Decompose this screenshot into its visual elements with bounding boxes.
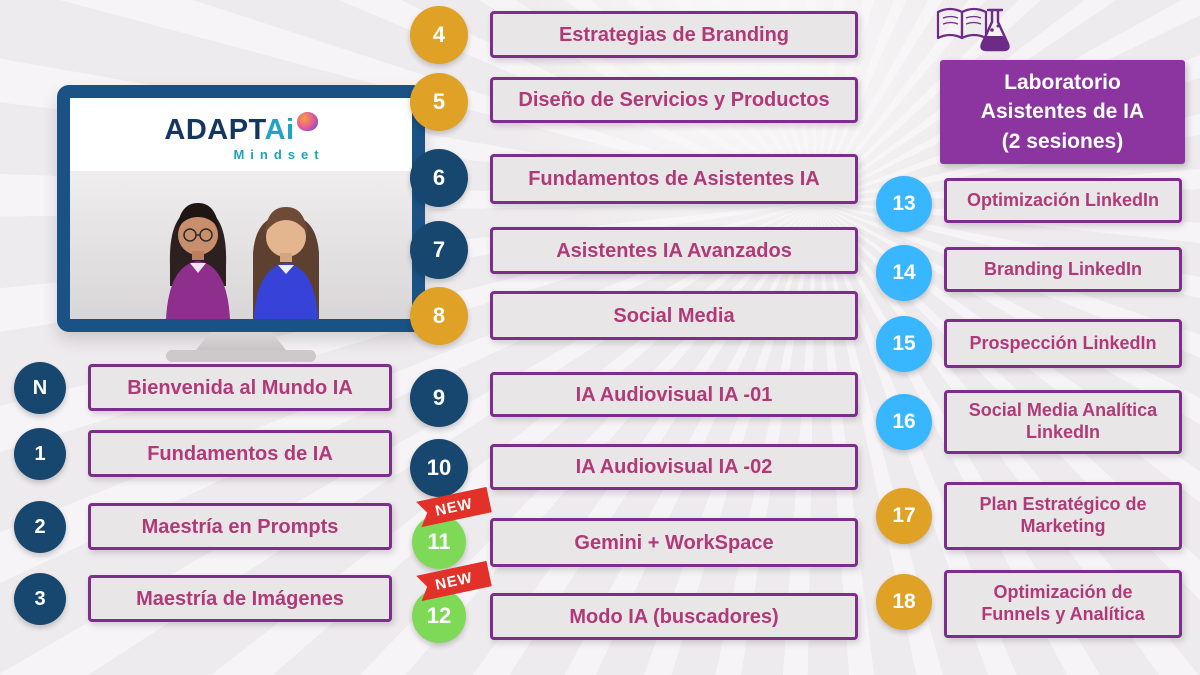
module-4-box: Estrategias de Branding	[490, 11, 858, 58]
module-3-label: Maestría de Imágenes	[136, 587, 344, 610]
module-12-label: Modo IA (buscadores)	[569, 605, 779, 628]
module-14-label: Branding LinkedIn	[983, 258, 1142, 279]
module-15-number-badge: 15	[876, 316, 932, 372]
module-1-number-badge: 1	[14, 428, 66, 480]
module-8-box: Social Media	[490, 291, 858, 340]
module-N-label: Bienvenida al Mundo IA	[127, 376, 353, 399]
module-9-box: IA Audiovisual IA -01	[490, 372, 858, 417]
module-6-number-badge: 6	[410, 149, 468, 207]
module-8-label: Social Media	[613, 304, 735, 327]
module-9-label: IA Audiovisual IA -01	[575, 383, 773, 406]
module-5-box: Diseño de Servicios y Productos	[490, 77, 858, 123]
lab-header-line3: (2 sesiones)	[1001, 129, 1124, 153]
monitor-screen: ADAPTAi Mindset	[70, 98, 412, 319]
module-10-label: IA Audiovisual IA -02	[575, 456, 773, 478]
module-16-label: Social Media Analítica LinkedIn	[968, 400, 1158, 442]
module-14-box: Branding LinkedIn	[944, 247, 1182, 292]
module-2-label: Maestría en Prompts	[141, 515, 339, 538]
module-N-number-badge: N	[14, 362, 66, 414]
module-5-label: Diseño de Servicios y Productos	[518, 89, 830, 111]
module-5-number-badge: 5	[410, 73, 468, 131]
module-7-number-badge: 7	[410, 221, 468, 279]
monitor-stand-base	[166, 350, 316, 362]
module-6-label: Fundamentos de Asistentes IA	[528, 168, 820, 190]
logo-tagline: Mindset	[233, 147, 325, 162]
module-N-box: Bienvenida al Mundo IA	[88, 364, 392, 411]
module-14-number-badge: 14	[876, 245, 932, 301]
module-2-box: Maestría en Prompts	[88, 503, 392, 550]
module-6-box: Fundamentos de Asistentes IA	[490, 154, 858, 204]
brand-accent: Ai	[264, 114, 295, 146]
module-13-number-badge: 13	[876, 176, 932, 232]
module-11-label: Gemini + WorkSpace	[574, 531, 774, 554]
module-3-number-badge: 3	[14, 573, 66, 625]
module-18-box: Optimización de Funnels y Analítica	[944, 570, 1182, 638]
module-7-label: Asistentes IA Avanzados	[556, 239, 792, 262]
monitor-illustration: ADAPTAi Mindset	[57, 85, 425, 332]
module-18-number-badge: 18	[876, 574, 932, 630]
module-1-box: Fundamentos de IA	[88, 430, 392, 477]
module-4-number-badge: 4	[410, 6, 468, 64]
module-12-box: Modo IA (buscadores)	[490, 593, 858, 640]
monitor-stand-neck	[196, 332, 286, 350]
module-1-label: Fundamentos de IA	[147, 442, 333, 465]
module-15-box: Prospección LinkedIn	[944, 319, 1182, 368]
module-15-label: Prospección LinkedIn	[969, 332, 1157, 353]
lab-header-box: Laboratorio Asistentes de IA (2 sesiones…	[940, 60, 1185, 164]
module-3-box: Maestría de Imágenes	[88, 575, 392, 622]
module-10-box: IA Audiovisual IA -02	[490, 444, 858, 490]
module-16-number-badge: 16	[876, 394, 932, 450]
book-flask-icon	[926, 2, 1018, 65]
brand-primary: ADAPT	[164, 114, 265, 146]
module-16-box: Social Media Analítica LinkedIn	[944, 390, 1182, 454]
brain-icon	[296, 112, 318, 131]
brand-name: ADAPTAi	[164, 112, 318, 146]
module-18-label: Optimización de Funnels y Analítica	[981, 582, 1145, 624]
module-10-number-badge: 10	[410, 439, 468, 497]
module-8-number-badge: 8	[410, 287, 468, 345]
module-9-number-badge: 9	[410, 369, 468, 427]
module-2-number-badge: 2	[14, 501, 66, 553]
module-4-label: Estrategias de Branding	[558, 23, 790, 46]
module-17-number-badge: 17	[876, 488, 932, 544]
module-17-label: Plan Estratégico de Marketing	[979, 494, 1147, 536]
presenters-illustration	[166, 203, 319, 319]
presenters-photo	[70, 171, 412, 319]
module-7-box: Asistentes IA Avanzados	[490, 227, 858, 274]
adaptai-logo: ADAPTAi Mindset	[70, 112, 412, 162]
module-17-box: Plan Estratégico de Marketing	[944, 482, 1182, 550]
module-13-label: Optimización LinkedIn	[966, 189, 1159, 210]
module-13-box: Optimización LinkedIn	[944, 178, 1182, 223]
lab-header-line2: Asistentes de IA	[980, 100, 1145, 124]
module-11-box: Gemini + WorkSpace	[490, 518, 858, 567]
lab-header-line1: Laboratorio	[1004, 70, 1121, 94]
